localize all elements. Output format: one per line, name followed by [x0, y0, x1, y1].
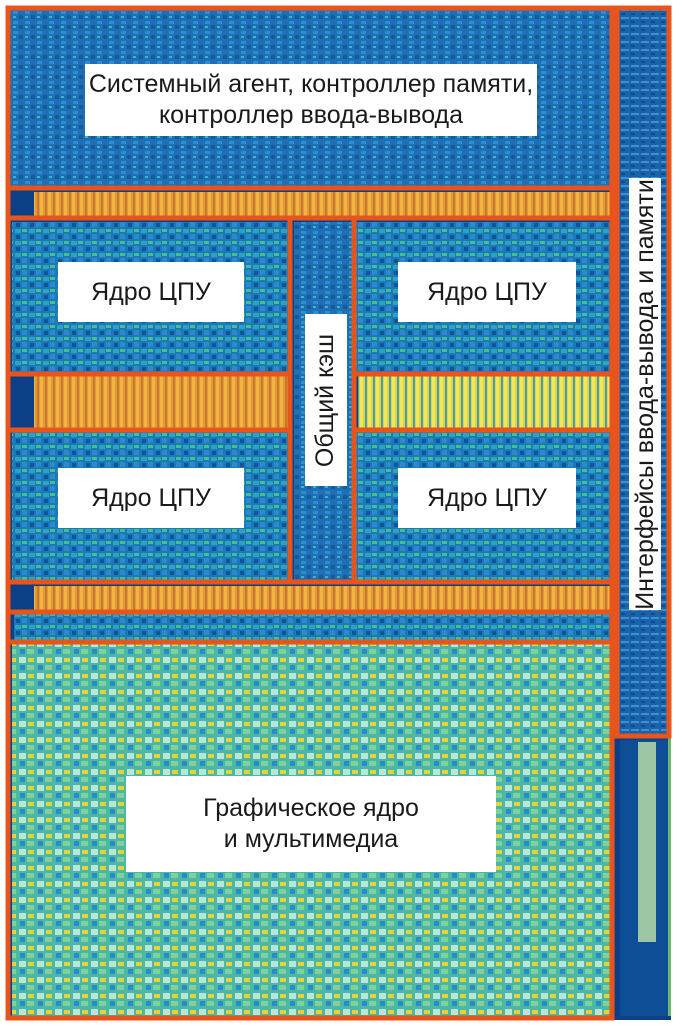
- cpu-core-label-top-left: Ядро ЦПУ: [58, 262, 244, 322]
- block-outlines: [5, 5, 672, 1021]
- shared-cache-label: Общий кэш: [305, 314, 347, 486]
- cpu-core-label-bottom-left: Ядро ЦПУ: [58, 468, 244, 528]
- cache-stripe-bottom: [34, 586, 611, 610]
- system-agent-label: Системный агент, контроллер памяти, конт…: [85, 64, 537, 136]
- cpu-core-label-text: Ядро ЦПУ: [427, 277, 547, 306]
- graphics-label: Графическое ядро и мультимедиа: [126, 776, 496, 872]
- outline-system-agent: [5, 5, 615, 191]
- outline-io: [614, 5, 672, 739]
- system-agent-label-text: Системный агент, контроллер памяти, конт…: [88, 70, 534, 129]
- cpu-core-label-top-right: Ядро ЦПУ: [398, 262, 576, 322]
- io-interfaces-label-text: Интерфейсы ввода-вывода и памяти: [630, 178, 659, 610]
- io-interfaces-label: Интерфейсы ввода-вывода и памяти: [629, 178, 661, 610]
- cache-stripe-mid-right: [358, 376, 610, 428]
- cache-stripe-top: [34, 192, 611, 216]
- cpu-core-label-text: Ядро ЦПУ: [427, 483, 547, 512]
- cpu-core-label-bottom-right: Ядро ЦПУ: [398, 468, 576, 528]
- cpu-core-label-text: Ядро ЦПУ: [91, 277, 211, 306]
- ring-strip: [14, 612, 611, 640]
- shared-cache-label-text: Общий кэш: [311, 333, 340, 467]
- cache-stripe-mid-left: [34, 376, 288, 428]
- cpu-core-label-text: Ядро ЦПУ: [91, 483, 211, 512]
- io-lower-stripe: [638, 742, 656, 942]
- graphics-label-text: Графическое ядро и мультимедиа: [203, 794, 419, 853]
